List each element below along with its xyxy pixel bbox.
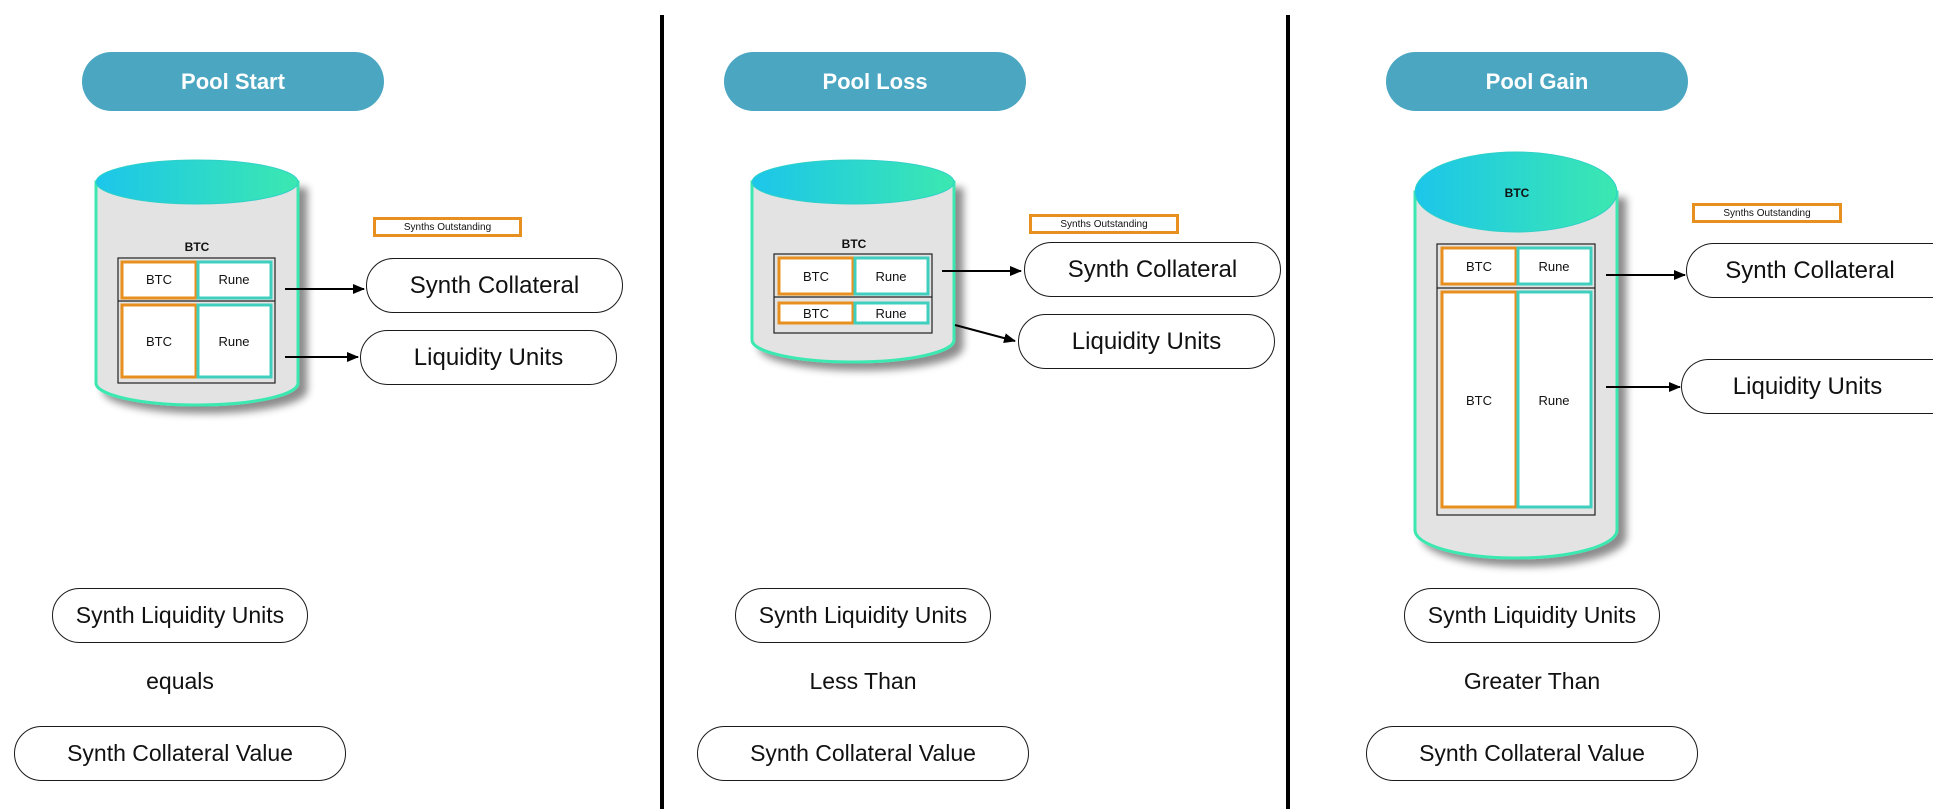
pool-loss-comparison: Less Than <box>809 668 917 694</box>
pool-start-synth-rune-box <box>196 260 273 300</box>
pool-gain-synth-collateral: Synth Collateral <box>1686 243 1933 298</box>
pool-gain-synths-outstanding-tag: Synths Outstanding <box>1692 203 1842 223</box>
pool-loss-lp-btc-label: BTC <box>803 306 829 321</box>
pool-gain-synth-btc-box <box>1440 246 1518 286</box>
pool-start-lp-rune-label: Rune <box>218 334 249 349</box>
pool-loss-arrow-liquidity <box>954 324 1016 343</box>
pool-gain-synth-collateral-value: Synth Collateral Value <box>1366 726 1698 781</box>
pool-loss-synth-btc-box <box>777 256 855 296</box>
pool-start-header: Pool Start <box>82 52 384 111</box>
pool-loss-synth-collateral: Synth Collateral <box>1024 242 1281 297</box>
pool-start-synth-btc-label: BTC <box>146 272 172 287</box>
pool-gain-header: Pool Gain <box>1386 52 1688 111</box>
pool-loss-cylinder-label: BTC <box>842 237 867 251</box>
pool-gain-synth-liquidity-units: Synth Liquidity Units <box>1404 588 1660 643</box>
pool-gain-lp-btc-label: BTC <box>1466 393 1492 408</box>
pool-loss-header: Pool Loss <box>724 52 1026 111</box>
pool-gain-lp-rune-label: Rune <box>1538 393 1569 408</box>
pool-gain-comparison: Greater Than <box>1463 668 1601 694</box>
pool-start-lp-rune-box <box>196 303 273 379</box>
pool-start-synth-collateral-value: Synth Collateral Value <box>14 726 346 781</box>
pool-loss-synths-outstanding-tag: Synths Outstanding <box>1029 214 1179 234</box>
pool-gain-inner-frame <box>1436 243 1596 516</box>
pool-gain-synth-rune-label: Rune <box>1538 259 1569 274</box>
pool-loss-lp-btc-box <box>777 301 855 325</box>
pool-gain-synth-btc-label: BTC <box>1466 259 1492 274</box>
pool-start-synth-liquidity-units: Synth Liquidity Units <box>52 588 308 643</box>
pool-loss-lp-rune-box <box>853 301 930 325</box>
pool-gain-lp-rune-box <box>1516 290 1593 509</box>
pool-gain-liquidity-units: Liquidity Units <box>1681 359 1933 414</box>
pool-loss-lp-rune-label: Rune <box>875 306 906 321</box>
pool-loss-liquidity-units: Liquidity Units <box>1018 314 1275 369</box>
pool-start-liquidity-units: Liquidity Units <box>360 330 617 385</box>
pool-loss-synth-btc-label: BTC <box>803 269 829 284</box>
pool-start-synths-outstanding-tag: Synths Outstanding <box>373 217 522 237</box>
pool-loss-synth-rune-label: Rune <box>875 269 906 284</box>
pool-loss-synth-liquidity-units: Synth Liquidity Units <box>735 588 991 643</box>
pool-loss-inner-frame <box>773 253 933 334</box>
pool-loss-synth-collateral-value: Synth Collateral Value <box>697 726 1029 781</box>
pool-start-synth-rune-label: Rune <box>218 272 249 287</box>
pool-start-inner-frame <box>117 257 276 384</box>
pool-start-cylinder-label: BTC <box>185 240 210 254</box>
pool-loss-synth-rune-box <box>853 256 930 296</box>
pool-start-lp-btc-box <box>120 303 198 379</box>
pool-gain-cylinder-label: BTC <box>1505 186 1530 200</box>
pool-gain-synth-rune-box <box>1516 246 1593 286</box>
pool-start-synth-btc-box <box>120 260 198 300</box>
pool-start-lp-btc-label: BTC <box>146 334 172 349</box>
pool-gain-lp-btc-box <box>1440 290 1518 509</box>
pool-start-synth-collateral: Synth Collateral <box>366 258 623 313</box>
pool-start-comparison: equals <box>146 668 214 694</box>
